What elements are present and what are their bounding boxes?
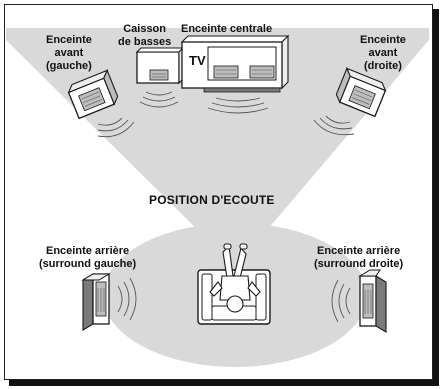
front-right-label-line1: Enceinte [360, 34, 406, 46]
center-speaker-label-text: Enceinte centrale [181, 23, 273, 35]
frame-shadow-right [433, 9, 439, 381]
subwoofer-label-line1: Caisson [123, 23, 166, 35]
front-right-label: Enceinte avant (droite) [360, 34, 406, 73]
front-right-speaker [335, 66, 387, 118]
rear-right-label: Enceinte arrière (surround droite) [314, 245, 403, 271]
rear-right-label-line1: Enceinte arrière [317, 245, 401, 257]
front-left-label-line3: (gauche) [46, 60, 92, 72]
rear-right-speaker [358, 269, 387, 333]
front-right-label-line2: avant [368, 47, 398, 59]
rear-right-sound-waves [331, 279, 351, 323]
front-right-sound-waves [313, 115, 355, 136]
front-left-label-line1: Enceinte [46, 34, 92, 46]
rear-right-label-line2: (surround droite) [314, 258, 404, 270]
center-speaker-label: Enceinte centrale [181, 23, 272, 36]
front-right-label-line3: (droite) [363, 60, 402, 72]
subwoofer-label-line2: de basses [118, 36, 172, 48]
front-left-speaker [67, 68, 119, 120]
rear-left-label-line2: (surround gauche) [39, 258, 137, 270]
rear-left-sound-waves [117, 277, 137, 321]
center-speaker-tv [180, 34, 290, 93]
rear-left-speaker [81, 273, 111, 331]
subwoofer-sound-waves [139, 91, 179, 108]
rear-left-label-line1: Enceinte arrière [46, 245, 130, 257]
front-left-label-line2: avant [54, 47, 84, 59]
listening-position-label: POSITION D'ECOUTE [149, 193, 275, 207]
subwoofer-label: Caisson de basses [118, 23, 171, 49]
frame-shadow-bottom [9, 380, 439, 386]
center-sound-waves [207, 97, 269, 114]
subwoofer-speaker [135, 46, 185, 85]
tv-label: TV [189, 53, 206, 68]
listener-person [209, 243, 261, 313]
front-left-sound-waves [97, 117, 135, 138]
front-left-label: Enceinte avant (gauche) [46, 34, 92, 73]
rear-left-label: Enceinte arrière (surround gauche) [39, 245, 136, 271]
